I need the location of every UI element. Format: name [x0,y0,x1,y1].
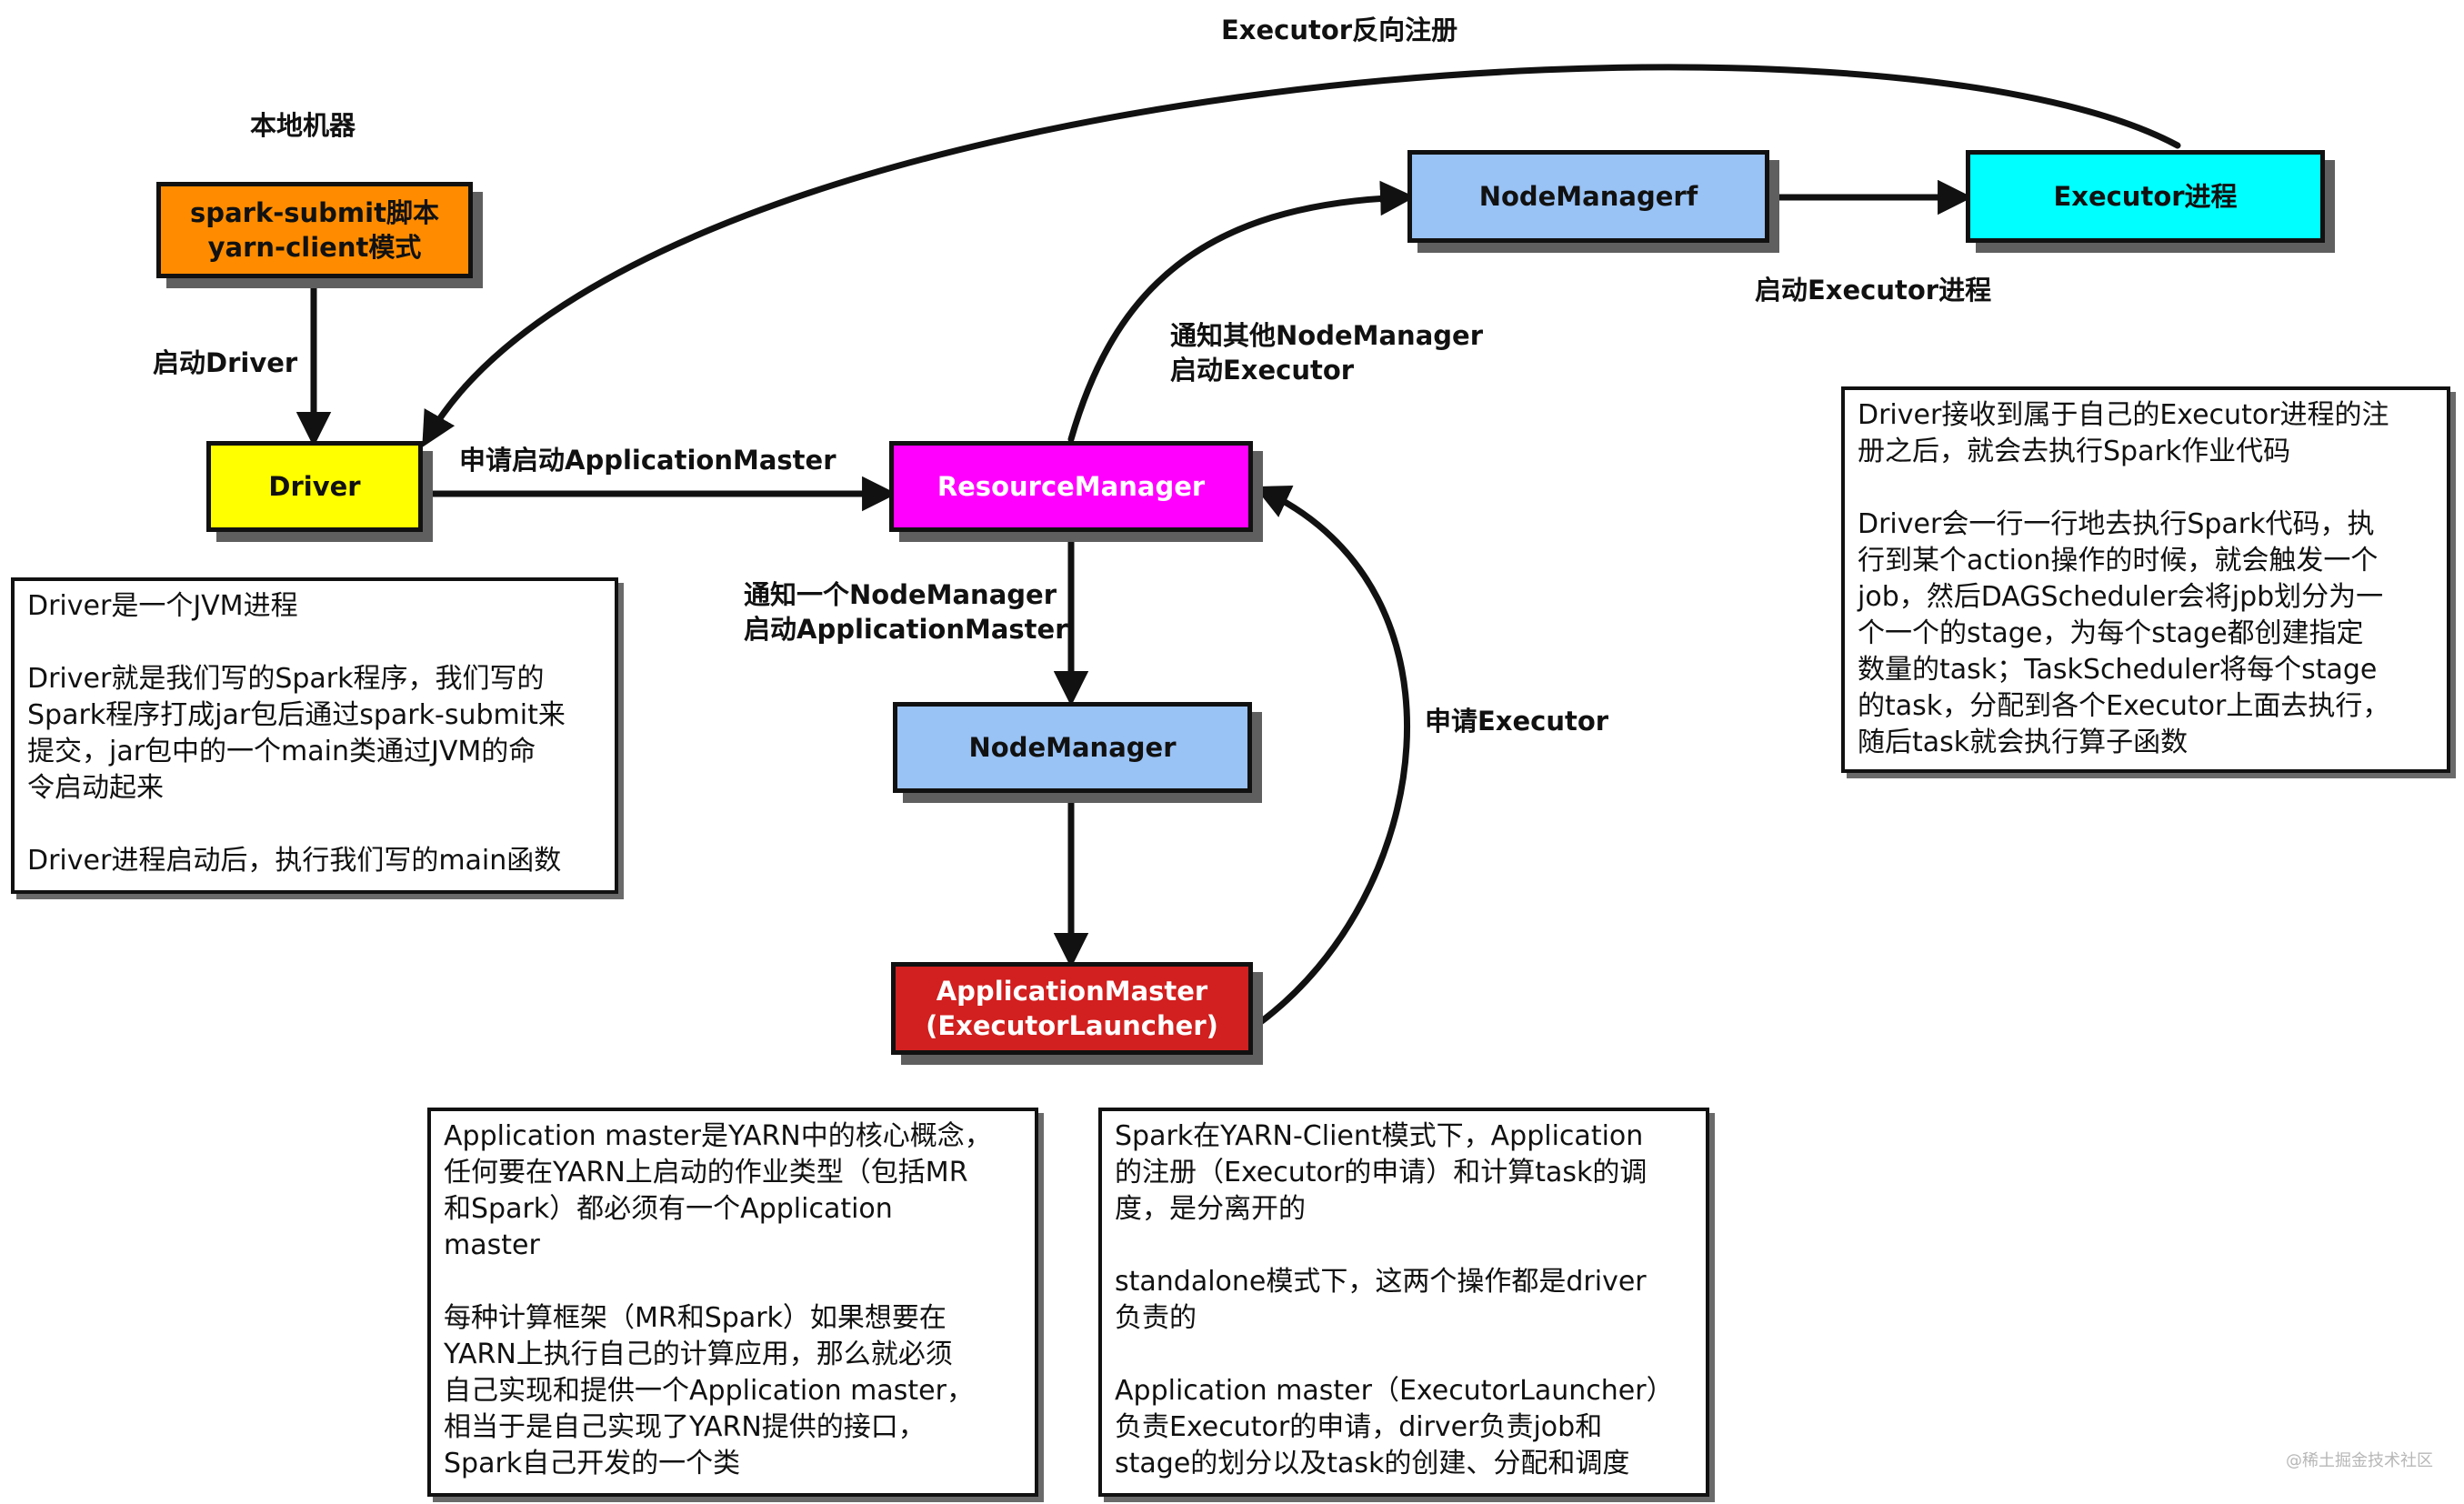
driver-note-paragraph-3: Driver进程启动后，执行我们写的main函数 [27,845,562,877]
arrow-application-master-to-resource-manager [1254,486,1410,1027]
watermark: @稀土掘金技术社区 [2286,1451,2433,1470]
driver-note-paragraph-2: Driver就是我们写的Spark程序，我们写的 Spark程序打成jar包后通… [27,663,566,804]
executor-process-node: Executor进程 [1966,150,2325,243]
yarn-client-note-paragraph-3: Application master（ExecutorLauncher） 负责E… [1115,1375,1674,1479]
application-master-node: ApplicationMaster (ExecutorLauncher) [891,962,1253,1055]
label-notify-other-node-manager: 通知其他NodeManager 启动Executor [1170,320,1483,386]
yarn-client-note-paragraph-2: standalone模式下，这两个操作都是driver 负责的 [1115,1266,1647,1334]
node-manager-node: NodeManager [893,702,1252,793]
spark-submit-node: spark-submit脚本 yarn-client模式 [156,182,473,278]
yarn-client-note: Spark在YARN-Client模式下，Application 的注册（Exe… [1098,1108,1709,1497]
executor-note-paragraph-1: Driver接收到属于自己的Executor进程的注 册之后，就会去执行Spar… [1858,399,2389,467]
yarn-client-note-paragraph-1: Spark在YARN-Client模式下，Application 的注册（Exe… [1115,1120,1648,1225]
application-master-note-paragraph-2: 每种计算框架（MR和Spark）如果想要在 YARN上执行自己的计算应用，那么就… [444,1302,974,1479]
label-start-driver: 启动Driver [153,347,298,378]
driver-note: Driver是一个JVM进程 Driver就是我们写的Spark程序，我们写的 … [11,577,618,894]
driver-node: Driver [206,441,423,532]
label-start-executor-process: 启动Executor进程 [1755,275,1992,306]
arrow-executor-reverse-register [422,64,2181,448]
label-request-start-application-master: 申请启动ApplicationMaster [459,445,836,476]
arrow-resource-manager-to-node-manager-f [1067,180,1416,443]
executor-note-paragraph-2: Driver会一行一行地去执行Spark代码，执 行到某个action操作的时候… [1858,508,2390,758]
label-local-machine: 本地机器 [250,110,356,141]
application-master-note: Application master是YARN中的核心概念， 任何要在YARN上… [427,1108,1038,1497]
driver-note-paragraph-1: Driver是一个JVM进程 [27,590,298,622]
node-manager-f-node: NodeManagerf [1407,150,1769,243]
label-request-executor: 申请Executor [1425,706,1609,737]
application-master-note-paragraph-1: Application master是YARN中的核心概念， 任何要在YARN上… [444,1120,992,1261]
label-notify-one-node-manager: 通知一个NodeManager 启动ApplicationMaster [744,579,1068,645]
label-executor-reverse-register: Executor反向注册 [1221,15,1458,45]
executor-note: Driver接收到属于自己的Executor进程的注 册之后，就会去执行Spar… [1841,386,2450,773]
resource-manager-node: ResourceManager [889,441,1253,532]
